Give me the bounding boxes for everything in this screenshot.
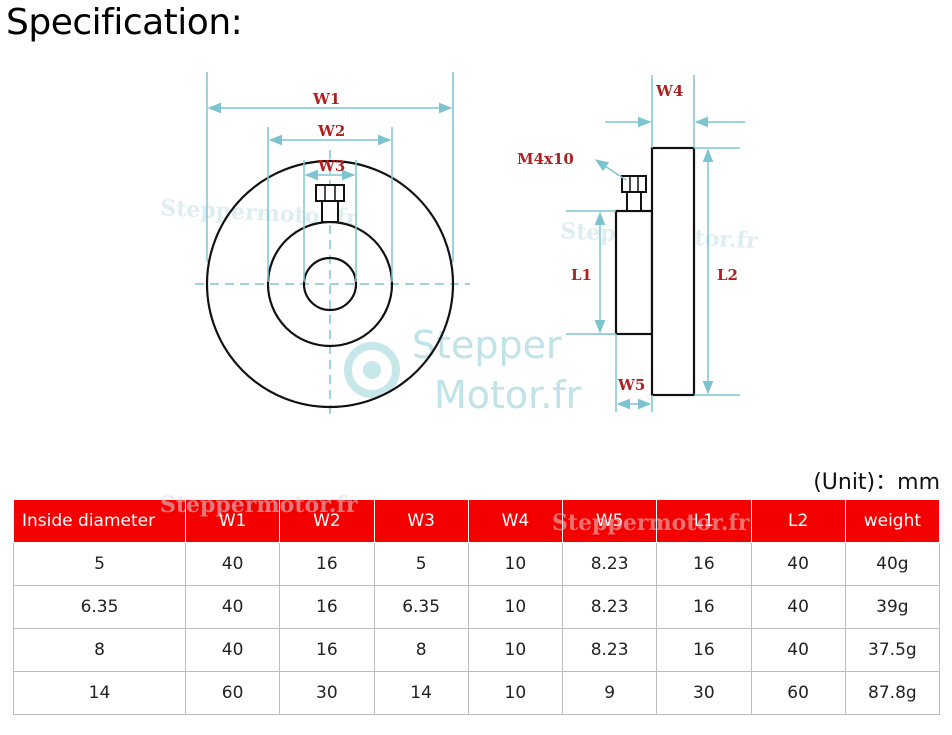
table-cell: 10 xyxy=(467,671,564,715)
table-cell: 40 xyxy=(750,542,846,586)
table-cell: 10 xyxy=(467,585,564,629)
column-header: W5 xyxy=(561,499,658,543)
dimension-label-l1: L1 xyxy=(571,266,592,284)
table-cell: 60 xyxy=(750,671,846,715)
dimension-label-w3: W3 xyxy=(317,157,345,175)
table-cell: 10 xyxy=(467,542,564,586)
column-header: W4 xyxy=(467,499,564,543)
table-cell: 8.23 xyxy=(561,628,658,672)
table-cell: 8.23 xyxy=(561,585,658,629)
table-cell: 37.5g xyxy=(844,628,941,672)
table-row: 14 60 30 14 10 9 30 60 87.8g xyxy=(13,671,941,715)
table-cell: 16 xyxy=(279,628,375,672)
table-cell: 8 xyxy=(13,628,186,672)
table-row: 8 40 16 8 10 8.23 16 40 37.5g xyxy=(13,628,941,672)
dimension-label-w5: W5 xyxy=(617,376,645,394)
dimension-label-l2: L2 xyxy=(717,266,738,284)
column-header: W1 xyxy=(184,499,281,543)
table-row: 5 40 16 5 10 8.23 16 40 40g xyxy=(13,542,941,586)
table-cell: 16 xyxy=(279,542,375,586)
table-cell: 30 xyxy=(279,671,375,715)
table-cell: 40 xyxy=(184,585,281,629)
table-cell: 5 xyxy=(373,542,469,586)
column-header: W3 xyxy=(373,499,469,543)
dimension-drawing: Steppermotor.fr Steppermotor.fr Stepper … xyxy=(160,72,759,420)
screw-head-icon xyxy=(621,175,647,193)
table-row: 6.35 40 16 6.35 10 8.23 16 40 39g xyxy=(13,585,941,629)
table-cell: 40g xyxy=(844,542,941,586)
column-header: W2 xyxy=(279,499,375,543)
column-header: L1 xyxy=(656,499,752,543)
table-cell: 14 xyxy=(13,671,186,715)
unit-note: (Unit)：mm xyxy=(813,470,940,495)
table-cell: 87.8g xyxy=(844,671,941,715)
table-cell: 8 xyxy=(373,628,469,672)
logo-text-line1: Stepper xyxy=(412,323,562,367)
column-header: weight xyxy=(844,499,941,543)
table-cell: 40 xyxy=(750,585,846,629)
table-cell: 39g xyxy=(844,585,941,629)
table-cell: 9 xyxy=(561,671,658,715)
table-cell: 40 xyxy=(750,628,846,672)
set-screw-icon xyxy=(315,184,345,202)
specification-table: Inside diameter W1 W2 W3 W4 W5 L1 L2 wei… xyxy=(13,499,941,715)
table-cell: 5 xyxy=(13,542,186,586)
front-view: W1 W2 W3 xyxy=(195,72,470,420)
table-cell: 16 xyxy=(656,628,752,672)
table-cell: 16 xyxy=(279,585,375,629)
dimension-label-w4: W4 xyxy=(655,82,683,100)
table-cell: 16 xyxy=(656,585,752,629)
screw-spec-label: M4x10 xyxy=(517,150,574,168)
table-cell: 16 xyxy=(656,542,752,586)
table-cell: 6.35 xyxy=(13,585,186,629)
dimension-label-w1: W1 xyxy=(312,90,340,108)
table-cell: 30 xyxy=(656,671,752,715)
side-view: M4x10 W4 L1 L2 W5 xyxy=(517,75,745,412)
table-cell: 40 xyxy=(184,628,281,672)
table-cell: 6.35 xyxy=(373,585,469,629)
dimension-label-w2: W2 xyxy=(317,122,345,140)
stepper-motor-logo: Stepper Motor.fr xyxy=(344,323,582,417)
table-cell: 40 xyxy=(184,542,281,586)
table-cell: 60 xyxy=(184,671,281,715)
table-cell: 14 xyxy=(373,671,469,715)
table-cell: 10 xyxy=(467,628,564,672)
table-header-row: Inside diameter W1 W2 W3 W4 W5 L1 L2 wei… xyxy=(13,499,941,543)
logo-text-line2: Motor.fr xyxy=(434,373,582,417)
column-header: Inside diameter xyxy=(13,499,186,543)
page-title: Specification: xyxy=(6,2,243,43)
table-cell: 8.23 xyxy=(561,542,658,586)
column-header: L2 xyxy=(750,499,846,543)
